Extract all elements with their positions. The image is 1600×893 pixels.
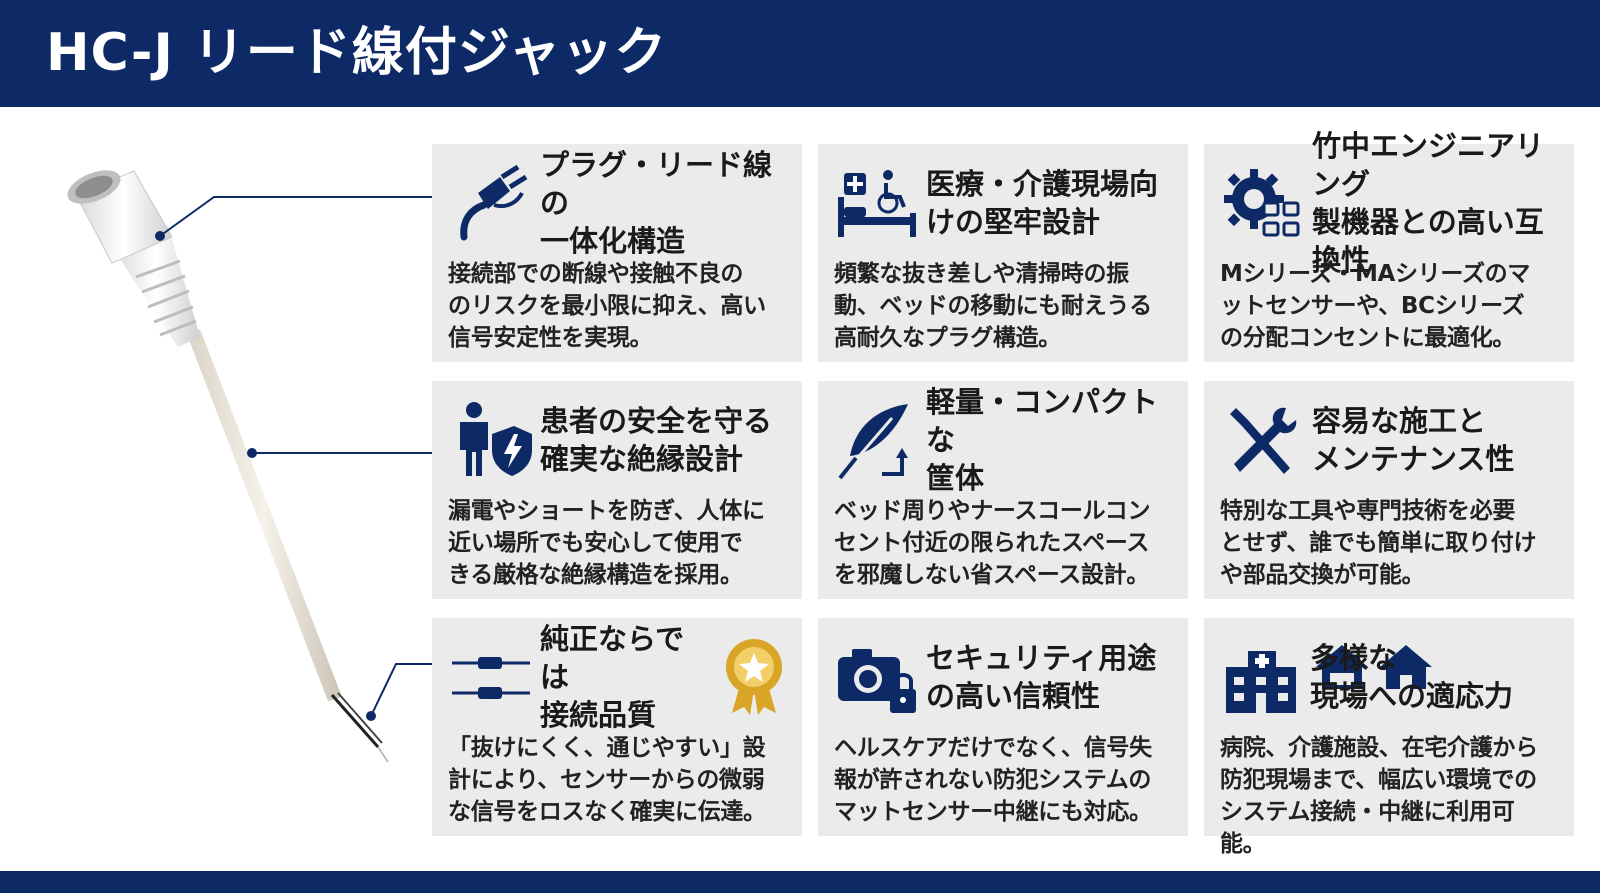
feature-title: 軽量・コンパクトな 筐体 — [926, 385, 1159, 495]
hospital-houses-icon — [1220, 637, 1450, 717]
feature-card-connection-quality: 純正ならでは 接続品質 「抜けにくく、通じやすい」設 計により、センサーからの微… — [432, 618, 802, 836]
jack-body — [67, 170, 173, 264]
camera-lock-icon — [834, 637, 920, 717]
person-shield-icon — [448, 400, 534, 480]
callout-lines — [155, 196, 432, 721]
feature-card-integrated: プラグ・リード線の 一体化構造 接続部での断線や接触不良の のリスクを最小限に抑… — [432, 144, 802, 362]
page-title: HC-J リード線付ジャック — [46, 23, 668, 83]
feature-card-medical: 医療・介護現場向 けの堅牢設計 頻繁な抜き差しや清掃時の振 動、ベッドの移動にも… — [818, 144, 1188, 362]
feature-title: 医療・介護現場向 けの堅牢設計 — [926, 167, 1159, 239]
footer-bar — [0, 871, 1600, 893]
feature-card-security: セキュリティ用途 の高い信頼性 ヘルスケアだけでなく、信号失 報が許されない防犯… — [818, 618, 1188, 836]
feature-card-adaptability: 多様な 現場への適応力 病院、介護施設、在宅介護から 防犯現場まで、幅広い環境で… — [1204, 618, 1574, 857]
feature-description: 接続部での断線や接触不良の のリスクを最小限に抑え、高い 信号安定性を実現。 — [448, 261, 766, 351]
feature-description: Mシリーズ・MAシリーズのマ ットセンサーや、BCシリーズ の分配コンセントに最… — [1220, 261, 1531, 351]
feature-card-compatibility: 竹中エンジニアリング 製機器との高い互換性 Mシリーズ・MAシリーズのマ ットセ… — [1204, 129, 1574, 362]
feature-grid: プラグ・リード線の 一体化構造 接続部での断線や接触不良の のリスクを最小限に抑… — [432, 129, 1574, 857]
product-image — [67, 170, 432, 763]
hospital-bed-wheelchair-icon — [834, 163, 920, 243]
feature-card-insulation: 患者の安全を守る 確実な絶縁設計 漏電やショートを防ぎ、人体に 近い場所でも安心… — [432, 381, 802, 599]
feather-icon — [834, 400, 920, 480]
jack-collar — [112, 225, 200, 347]
header-bar: HC-J リード線付ジャック — [0, 0, 1600, 107]
connector-badge-icon — [448, 637, 534, 717]
feature-description: 「抜けにくく、通じやすい」設 計により、センサーからの微弱 な信号をロスなく確実… — [448, 735, 766, 825]
lead-wires — [330, 692, 389, 763]
plug-cable-icon — [448, 163, 534, 243]
feature-title: セキュリティ用途 の高い信頼性 — [926, 641, 1157, 713]
feature-description: 漏電やショートを防ぎ、人体に 近い場所でも安心して使用で きる厳格な絶縁構造を採… — [448, 498, 765, 588]
feature-title: プラグ・リード線の 一体化構造 — [540, 148, 773, 258]
gear-network-icon — [1220, 163, 1306, 243]
gold-badge-icon — [722, 637, 786, 717]
feature-title: 竹中エンジニアリング 製機器との高い互換性 — [1312, 129, 1545, 277]
feature-title: 多様な 現場への適応力 — [1310, 641, 1514, 713]
feature-title: 患者の安全を守る 確実な絶縁設計 — [540, 404, 773, 476]
feature-description: 頻繁な抜き差しや清掃時の振 動、ベッドの移動にも耐えうる 高耐久なプラグ構造。 — [834, 261, 1152, 351]
tools-icon — [1220, 400, 1306, 480]
feature-card-maintenance: 容易な施工と メンテナンス性 特別な工具や専門技術を必要 とせず、誰でも簡単に取… — [1204, 381, 1574, 599]
feature-description: 病院、介護施設、在宅介護から 防犯現場まで、幅広い環境での システム接続・中継に… — [1220, 735, 1538, 857]
feature-description: 特別な工具や専門技術を必要 とせず、誰でも簡単に取り付け や部品交換が可能。 — [1220, 498, 1537, 588]
feature-title: 純正ならでは 接続品質 — [540, 622, 685, 732]
jack-rod — [186, 329, 342, 701]
feature-card-compact: 軽量・コンパクトな 筐体 ベッド周りやナースコールコン セント付近の限られたスペ… — [818, 381, 1188, 599]
feature-description: ベッド周りやナースコールコン セント付近の限られたスペース を邪魔しない省スペー… — [834, 498, 1151, 588]
feature-description: ヘルスケアだけでなく、信号失 報が許されない防犯システムの マットセンサー中継に… — [834, 735, 1152, 825]
feature-title: 容易な施工と メンテナンス性 — [1312, 404, 1515, 476]
